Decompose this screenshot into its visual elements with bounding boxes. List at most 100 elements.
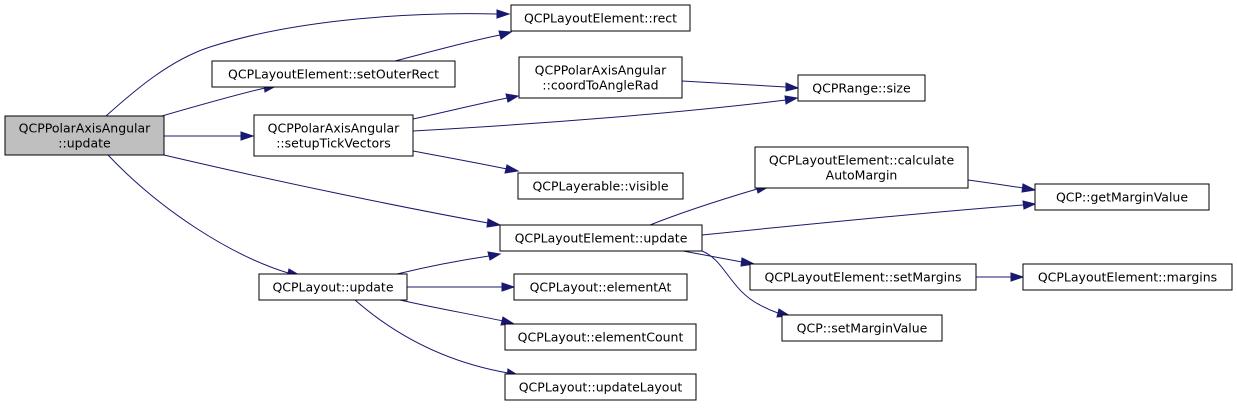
node-margins[interactable]: QCPLayoutElement::margins — [1022, 263, 1233, 291]
node-box-layoutUpdate[interactable] — [258, 273, 408, 301]
node-updateLayout[interactable]: QCPLayout::updateLayout — [504, 373, 697, 401]
node-setMargins[interactable]: QCPLayoutElement::setMargins — [749, 263, 977, 291]
arrowhead-setuptick-to-visible — [504, 164, 520, 174]
edge-root-to-layoutupdate — [107, 154, 301, 278]
node-setupTickVectors[interactable]: QCPPolarAxisAngular::setupTickVectors — [253, 114, 414, 157]
node-box-getMarginValue[interactable] — [1034, 183, 1210, 211]
node-label-calculateAutoMargin-0: QCPLayoutElement::calculate — [769, 153, 955, 168]
node-label-rangeSize-0: QCPRange::size — [812, 81, 911, 96]
node-label-setOuterRect-0: QCPLayoutElement::setOuterRect — [228, 67, 439, 82]
node-label-updateLayout-0: QCPLayout::updateLayout — [519, 380, 683, 395]
node-label-getMarginValue-0: QCP::getMarginValue — [1056, 190, 1188, 205]
edge-coordtoangle-to-rangesize — [681, 80, 800, 92]
edge-setouterrect-to-rect — [394, 30, 513, 62]
arrowhead-layoutupdate-to-elementat — [501, 282, 516, 292]
arrowhead-setmargins-to-margins — [1010, 272, 1025, 282]
node-coordToAngleRad[interactable]: QCPPolarAxisAngular::coordToAngleRad — [518, 56, 683, 99]
edge-root-to-setouterrect — [161, 83, 278, 117]
arrowhead-layoutupdate-to-elementupdate — [487, 251, 502, 261]
node-label-coordToAngleRad-1: ::coordToAngleRad — [542, 78, 658, 93]
edge-elementupdate-to-getmarginvalue — [701, 200, 1037, 236]
node-box-elementCount[interactable] — [504, 323, 697, 351]
edge-setuptick-to-coordtoangle — [412, 93, 520, 120]
edge-root-to-elementupdate — [163, 154, 502, 228]
node-label-root-1: ::update — [58, 136, 111, 151]
arrowhead-setouterrect-to-rect — [498, 30, 513, 40]
edge-line-coordtoangle-to-rangesize — [681, 80, 787, 88]
node-label-setupTickVectors-1: ::setupTickVectors — [276, 136, 391, 151]
node-label-elementUpdate-0: QCPLayoutElement::update — [515, 231, 688, 246]
node-box-rect[interactable] — [510, 4, 691, 32]
node-label-coordToAngleRad-0: QCPPolarAxisAngular — [535, 63, 668, 78]
arrowhead-setuptick-to-rangesize — [784, 95, 799, 105]
edge-calculateautomargin-to-getmarginvalue — [967, 179, 1037, 193]
arrowhead-root-to-rect — [496, 9, 511, 19]
node-box-setOuterRect[interactable] — [211, 60, 456, 88]
edge-layoutupdate-to-elementat — [407, 282, 516, 292]
node-box-root[interactable] — [4, 115, 165, 156]
arrowhead-elementupdate-to-getmarginvalue — [1022, 200, 1037, 210]
node-box-setMargins[interactable] — [749, 263, 977, 291]
node-box-setMarginValue[interactable] — [781, 314, 943, 342]
node-label-setupTickVectors-0: QCPPolarAxisAngular — [268, 121, 401, 136]
edge-line-setuptick-to-rangesize — [412, 99, 787, 132]
edge-line-elementupdate-to-setmarginvalue — [701, 250, 779, 314]
edge-setmargins-to-margins — [976, 272, 1025, 282]
node-box-setupTickVectors[interactable] — [253, 114, 414, 157]
node-getMarginValue[interactable]: QCP::getMarginValue — [1034, 183, 1210, 211]
node-label-rect-0: QCPLayoutElement::rect — [524, 11, 677, 26]
node-visible[interactable]: QCPLayerable::visible — [517, 172, 684, 200]
node-label-visible-0: QCPLayerable::visible — [532, 179, 668, 194]
node-box-visible[interactable] — [517, 172, 684, 200]
edge-line-layoutupdate-to-elementcount — [399, 299, 504, 322]
node-setMarginValue[interactable]: QCP::setMarginValue — [781, 314, 943, 342]
arrowhead-coordtoangle-to-rangesize — [785, 82, 800, 92]
node-layoutUpdate[interactable]: QCPLayout::update — [258, 273, 408, 301]
edge-setuptick-to-visible — [412, 150, 520, 174]
node-label-elementAt-0: QCPLayout::elementAt — [530, 280, 672, 295]
edge-line-calculateautomargin-to-getmarginvalue — [967, 179, 1024, 189]
node-box-calculateAutoMargin[interactable] — [754, 146, 969, 189]
node-box-rangeSize[interactable] — [797, 74, 926, 102]
node-box-updateLayout[interactable] — [504, 373, 697, 401]
node-label-setMarginValue-0: QCP::setMarginValue — [797, 321, 928, 336]
edge-setuptick-to-rangesize — [412, 95, 799, 132]
node-rangeSize[interactable]: QCPRange::size — [797, 74, 926, 102]
edge-line-elementupdate-to-getmarginvalue — [701, 204, 1024, 236]
edge-root-to-rect — [105, 9, 511, 117]
call-graph-nodes: QCPPolarAxisAngular::updateQCPLayoutElem… — [4, 4, 1233, 401]
node-elementAt[interactable]: QCPLayout::elementAt — [513, 273, 688, 301]
edge-layoutupdate-to-updatelayout — [354, 299, 521, 378]
arrowhead-root-to-elementupdate — [486, 218, 502, 228]
node-box-elementAt[interactable] — [513, 273, 688, 301]
node-label-setMargins-0: QCPLayoutElement::setMargins — [764, 270, 961, 285]
arrowhead-setuptick-to-coordtoangle — [505, 93, 520, 103]
edge-line-elementupdate-to-calculateautomargin — [649, 188, 758, 226]
node-label-elementCount-0: QCPLayout::elementCount — [518, 330, 684, 345]
edge-layoutupdate-to-elementupdate — [396, 251, 502, 275]
node-label-root-0: QCPPolarAxisAngular — [19, 121, 152, 136]
node-label-calculateAutoMargin-1: AutoMargin — [826, 168, 898, 183]
node-elementCount[interactable]: QCPLayout::elementCount — [504, 323, 697, 351]
node-label-layoutUpdate-0: QCPLayout::update — [272, 280, 393, 295]
edge-line-elementupdate-to-setmargins — [682, 250, 743, 263]
edge-line-root-to-setouterrect — [161, 87, 266, 117]
edge-line-setuptick-to-coordtoangle — [412, 97, 508, 120]
edge-line-root-to-elementupdate — [163, 154, 489, 224]
edge-line-setuptick-to-visible — [412, 150, 508, 170]
node-elementUpdate[interactable]: QCPLayoutElement::update — [499, 224, 703, 252]
node-box-margins[interactable] — [1022, 263, 1233, 291]
node-box-coordToAngleRad[interactable] — [518, 56, 683, 99]
node-box-elementUpdate[interactable] — [499, 224, 703, 252]
node-setOuterRect[interactable]: QCPLayoutElement::setOuterRect — [211, 60, 456, 88]
node-label-margins-0: QCPLayoutElement::margins — [1038, 270, 1217, 285]
call-graph-edges — [105, 9, 1037, 378]
node-root[interactable]: QCPPolarAxisAngular::update — [4, 115, 165, 156]
node-rect[interactable]: QCPLayoutElement::rect — [510, 4, 691, 32]
edge-line-layoutupdate-to-updatelayout — [354, 299, 509, 374]
edge-root-to-setuptickvectors — [164, 131, 255, 141]
arrowhead-calculateautomargin-to-getmarginvalue — [1021, 183, 1037, 193]
edge-line-layoutupdate-to-elementupdate — [396, 255, 490, 275]
